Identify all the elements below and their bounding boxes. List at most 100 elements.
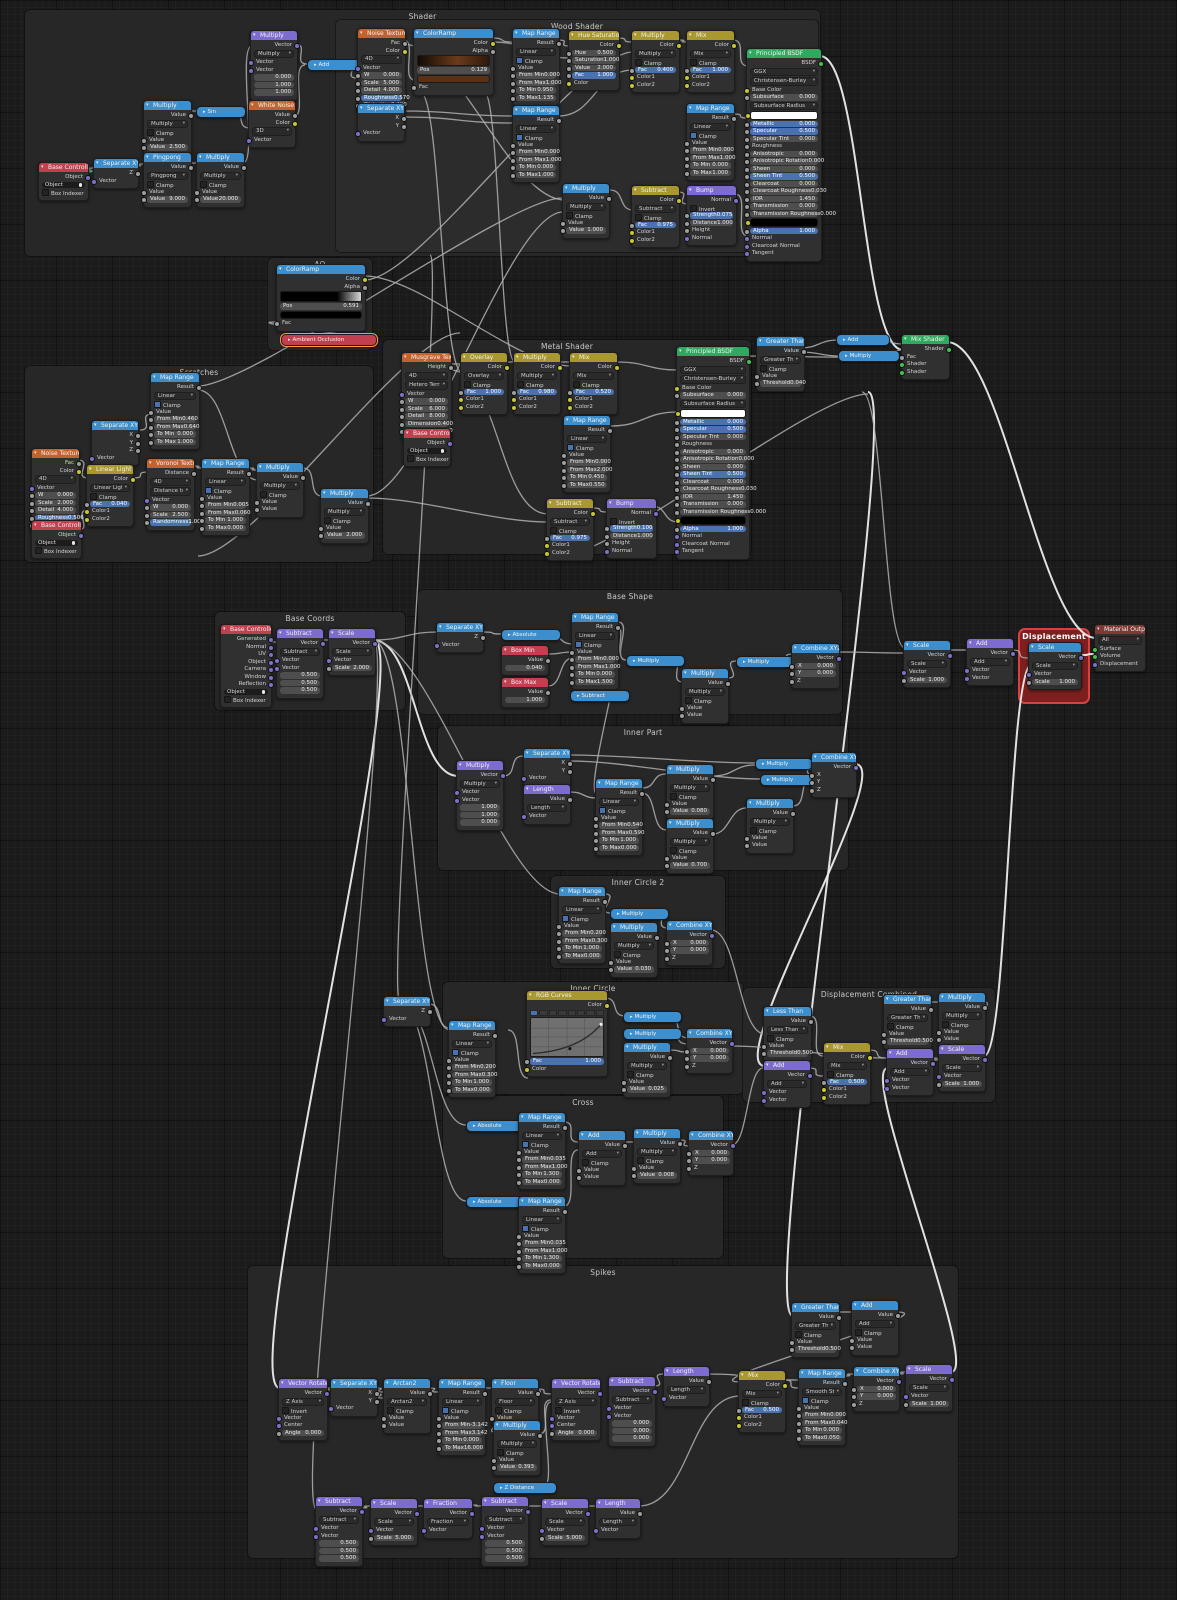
output-socket[interactable] [1078,655,1084,661]
input-socket[interactable] [516,1248,522,1255]
input-socket[interactable] [254,507,260,513]
node-subtract[interactable]: SubtractColorSubtractClampFac0.975Color1… [629,185,682,248]
input-socket[interactable] [736,660,737,666]
input-socket[interactable] [84,501,90,508]
output-socket[interactable] [895,1313,901,1319]
input-socket[interactable] [604,541,610,547]
select-control[interactable]: Multiply [260,481,300,490]
input-socket[interactable] [664,863,670,869]
select-control[interactable]: Less Than [767,1025,808,1034]
node-header[interactable]: Separate XYZ [94,159,138,168]
node-header[interactable]: Multiply [494,1421,540,1430]
colorramp-gradient[interactable] [417,55,490,66]
input-socket[interactable] [556,953,562,960]
node-absolute[interactable]: Absolute [501,629,561,641]
input-socket[interactable] [623,1015,624,1021]
output-socket[interactable] [525,1509,531,1515]
input-socket[interactable] [254,499,260,506]
node-header[interactable]: Map Range [799,1369,845,1378]
input-socket[interactable] [744,835,750,842]
input-socket[interactable] [736,1415,742,1421]
number-field[interactable]: 0.000 [612,1420,652,1427]
input-socket[interactable] [674,457,680,463]
node-header[interactable]: Map Range [513,29,559,38]
input-socket[interactable] [196,110,197,116]
select-control[interactable]: Hetero Terrain [405,381,448,390]
node-map-range[interactable]: Map RangeResultLinearClampValueFrom Min0… [446,1020,498,1098]
output-socket[interactable] [606,196,612,202]
input-socket[interactable] [674,472,680,478]
node-header[interactable]: Map Range [513,106,559,115]
object-picker[interactable]: Object [42,181,85,188]
checkbox-box-indexer[interactable]: Box Indexer [224,696,268,704]
checkbox-clamp[interactable]: Clamp [827,1071,867,1079]
node-map-range[interactable]: Map RangeResultLinearClampValueFrom Min0… [569,612,621,690]
node-header[interactable]: Multiply [747,799,793,808]
select-control[interactable]: Linear [575,631,615,640]
input-socket[interactable] [899,369,905,376]
output-socket[interactable] [362,277,368,283]
input-socket[interactable] [544,550,550,557]
input-socket[interactable] [623,1032,624,1038]
input-socket[interactable] [664,809,670,815]
input-socket[interactable] [516,1241,522,1247]
node-add[interactable]: AddValueAddClampValueValue [849,1300,901,1356]
input-socket[interactable] [744,129,750,135]
input-socket[interactable] [593,838,599,844]
select-control[interactable]: Multiply [460,779,500,788]
input-socket[interactable] [1092,654,1098,660]
input-socket[interactable] [608,959,614,966]
node-arctan2[interactable]: Arctan2ValueArctan2ClampValueValue [381,1378,433,1434]
input-socket[interactable] [276,1430,282,1437]
output-socket[interactable] [585,1511,591,1517]
output-socket[interactable] [730,1143,736,1149]
output-socket[interactable] [376,338,377,344]
node-add[interactable]: Add [307,59,361,71]
input-socket[interactable] [1026,672,1032,678]
color-swatch-emission[interactable] [745,218,818,227]
node-header[interactable]: Multiply [682,669,728,678]
input-socket[interactable] [274,321,280,327]
checkbox-clamp[interactable]: Clamp [516,134,556,142]
select-control[interactable]: Multiply [614,941,654,950]
select-control[interactable]: Arctan2 [387,1397,427,1406]
input-socket[interactable] [629,230,635,236]
node-header[interactable]: Box Min [502,646,548,655]
node-header[interactable]: Scale [906,1365,952,1374]
output-socket[interactable] [653,511,659,517]
input-socket[interactable] [556,938,562,945]
number-field[interactable]: 0.000 [612,1427,652,1434]
input-socket[interactable] [593,830,599,837]
input-socket[interactable] [516,1172,522,1178]
input-socket[interactable] [355,131,361,137]
node-map-range[interactable]: Map RangeResultLinearClampValueFrom Min0… [684,103,737,181]
input-socket[interactable] [561,467,567,474]
input-socket[interactable] [446,1087,452,1094]
input-socket[interactable] [576,1175,582,1181]
